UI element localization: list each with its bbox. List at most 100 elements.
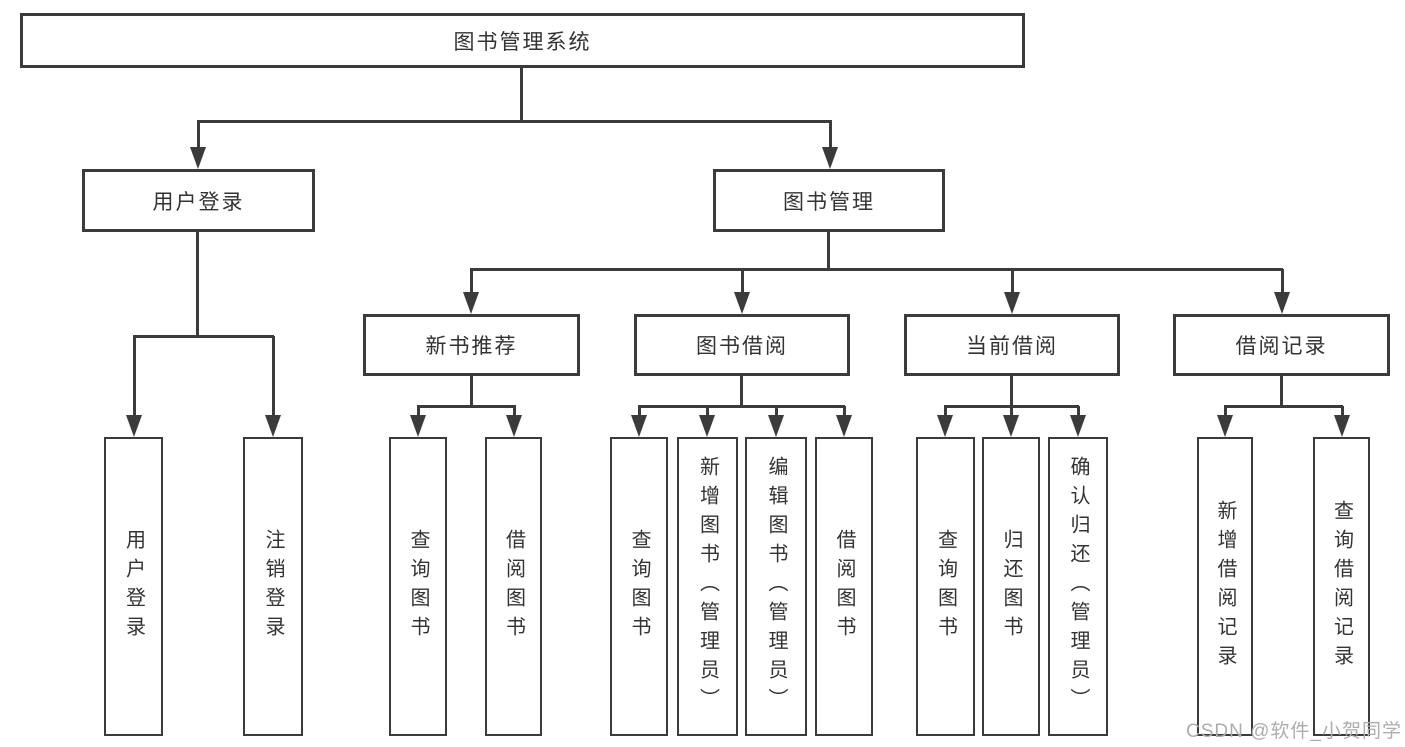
arrow-shaft	[842, 406, 846, 417]
arrowhead-icon	[506, 415, 522, 437]
leaf-bb-borrow-books: 借阅图书	[815, 437, 873, 736]
leaf-br-add-record: 新增借阅记录	[1197, 437, 1253, 736]
leaf-bb-borrow-books-label: 借阅图书	[833, 528, 855, 645]
arrow-shaft	[512, 406, 516, 417]
arrow-shaft	[1009, 406, 1013, 417]
connector-book-borrow-stem	[740, 376, 743, 408]
connector-level2-branch	[470, 268, 1283, 271]
arrow-to-leaf-cb-return	[1003, 406, 1019, 437]
arrow-to-leaf-bb-edit	[768, 406, 784, 437]
arrowhead-icon	[463, 292, 479, 314]
leaf-logout-label: 注销登录	[262, 528, 284, 645]
arrow-to-book-borrow	[734, 269, 750, 314]
arrowhead-icon	[1217, 415, 1233, 437]
connector-new-book-branch	[417, 405, 516, 408]
arrowhead-icon	[265, 415, 281, 437]
arrow-to-user-login	[190, 121, 206, 169]
node-book-borrow: 图书借阅	[634, 314, 850, 376]
connector-new-book-stem	[470, 376, 473, 408]
arrow-shaft	[196, 121, 200, 149]
arrow-to-leaf-br-query	[1334, 406, 1350, 437]
arrow-shaft	[416, 406, 420, 417]
leaf-cb-query-books: 查询图书	[916, 437, 975, 736]
node-library-system-label: 图书管理系统	[453, 30, 592, 54]
csdn-watermark: CSDN @软件_小贺同学	[1186, 721, 1402, 742]
connector-borrow-records-branch	[1224, 405, 1343, 408]
leaf-cb-return-books: 归还图书	[982, 437, 1040, 736]
node-new-book-label: 新书推荐	[425, 335, 518, 358]
arrow-to-leaf-bb-add	[699, 406, 715, 437]
arrow-shaft	[705, 406, 709, 417]
arrow-to-leaf-br-add	[1217, 406, 1233, 437]
leaf-bb-add-books-admin-label: 新增图书（管理员）	[696, 456, 719, 717]
connector-root-stem	[520, 68, 523, 123]
arrow-shaft	[1010, 269, 1014, 294]
arrow-to-leaf-logout	[265, 336, 281, 437]
leaf-bb-edit-books-admin: 编辑图书（管理员）	[745, 437, 807, 736]
connector-book-mgmt-stem	[827, 232, 830, 271]
connector-borrow-records-stem	[1280, 376, 1283, 408]
arrowhead-icon	[1004, 292, 1020, 314]
arrow-to-new-book	[463, 269, 479, 314]
leaf-bb-query-books: 查询图书	[610, 437, 668, 736]
arrow-shaft	[132, 336, 136, 417]
connector-user-login-stem	[196, 232, 199, 338]
leaf-user-login-label: 用户登录	[122, 528, 145, 645]
arrow-to-leaf-bb-borrow	[836, 406, 852, 437]
arrow-shaft	[1076, 406, 1080, 417]
arrow-to-leaf-cb-query	[937, 406, 953, 437]
node-user-login: 用户登录	[82, 169, 315, 232]
leaf-nb-query-books-label: 查询图书	[407, 528, 429, 645]
arrowhead-icon	[822, 147, 838, 169]
leaf-br-query-record: 查询借阅记录	[1313, 437, 1370, 736]
node-book-mgmt: 图书管理	[713, 169, 945, 232]
arrow-shaft	[1340, 406, 1344, 417]
arrow-shaft	[943, 406, 947, 417]
arrowhead-icon	[410, 415, 426, 437]
node-new-book: 新书推荐	[363, 314, 580, 376]
arrowhead-icon	[126, 415, 142, 437]
leaf-nb-borrow-books: 借阅图书	[485, 437, 542, 736]
arrowhead-icon	[631, 415, 647, 437]
arrow-shaft	[828, 121, 832, 149]
arrow-to-leaf-user-login	[126, 336, 142, 437]
arrow-shaft	[1223, 406, 1227, 417]
leaf-logout: 注销登录	[243, 437, 303, 736]
arrowhead-icon	[1334, 415, 1350, 437]
arrowhead-icon	[1070, 415, 1086, 437]
connector-current-borrow-stem	[1010, 376, 1013, 408]
leaf-cb-confirm-return-admin: 确认归还（管理员）	[1048, 437, 1108, 736]
arrowhead-icon	[937, 415, 953, 437]
arrow-to-leaf-bb-query	[631, 406, 647, 437]
arrowhead-icon	[836, 415, 852, 437]
arrow-shaft	[774, 406, 778, 417]
node-book-borrow-label: 图书借阅	[696, 335, 788, 358]
arrowhead-icon	[1003, 415, 1019, 437]
arrow-to-book-mgmt	[822, 121, 838, 169]
arrowhead-icon	[190, 147, 206, 169]
arrow-to-leaf-nb-borrow	[506, 406, 522, 437]
leaf-cb-confirm-return-admin-label: 确认归还（管理员）	[1067, 456, 1089, 717]
node-borrow-records-label: 借阅记录	[1235, 335, 1328, 358]
leaf-br-add-record-label: 新增借阅记录	[1214, 499, 1236, 674]
node-library-system: 图书管理系统	[20, 13, 1025, 68]
node-user-login-label: 用户登录	[152, 190, 245, 214]
arrow-shaft	[469, 269, 473, 294]
node-book-mgmt-label: 图书管理	[783, 190, 875, 214]
leaf-user-login: 用户登录	[104, 437, 163, 736]
arrow-to-current-borrow	[1004, 269, 1020, 314]
leaf-cb-query-books-label: 查询图书	[934, 528, 957, 645]
arrow-shaft	[740, 269, 744, 294]
arrow-to-leaf-cb-confirm	[1070, 406, 1086, 437]
connector-user-login-branch	[133, 335, 274, 338]
connector-level1-branch	[197, 120, 832, 123]
arrow-shaft	[637, 406, 641, 417]
leaf-br-query-record-label: 查询借阅记录	[1330, 499, 1353, 674]
arrow-shaft	[1280, 269, 1284, 294]
leaf-cb-return-books-label: 归还图书	[1000, 528, 1022, 645]
leaf-bb-edit-books-admin-label: 编辑图书（管理员）	[765, 456, 787, 717]
arrow-to-borrow-records	[1274, 269, 1290, 314]
leaf-nb-query-books: 查询图书	[389, 437, 447, 736]
node-current-borrow-label: 当前借阅	[966, 335, 1058, 358]
